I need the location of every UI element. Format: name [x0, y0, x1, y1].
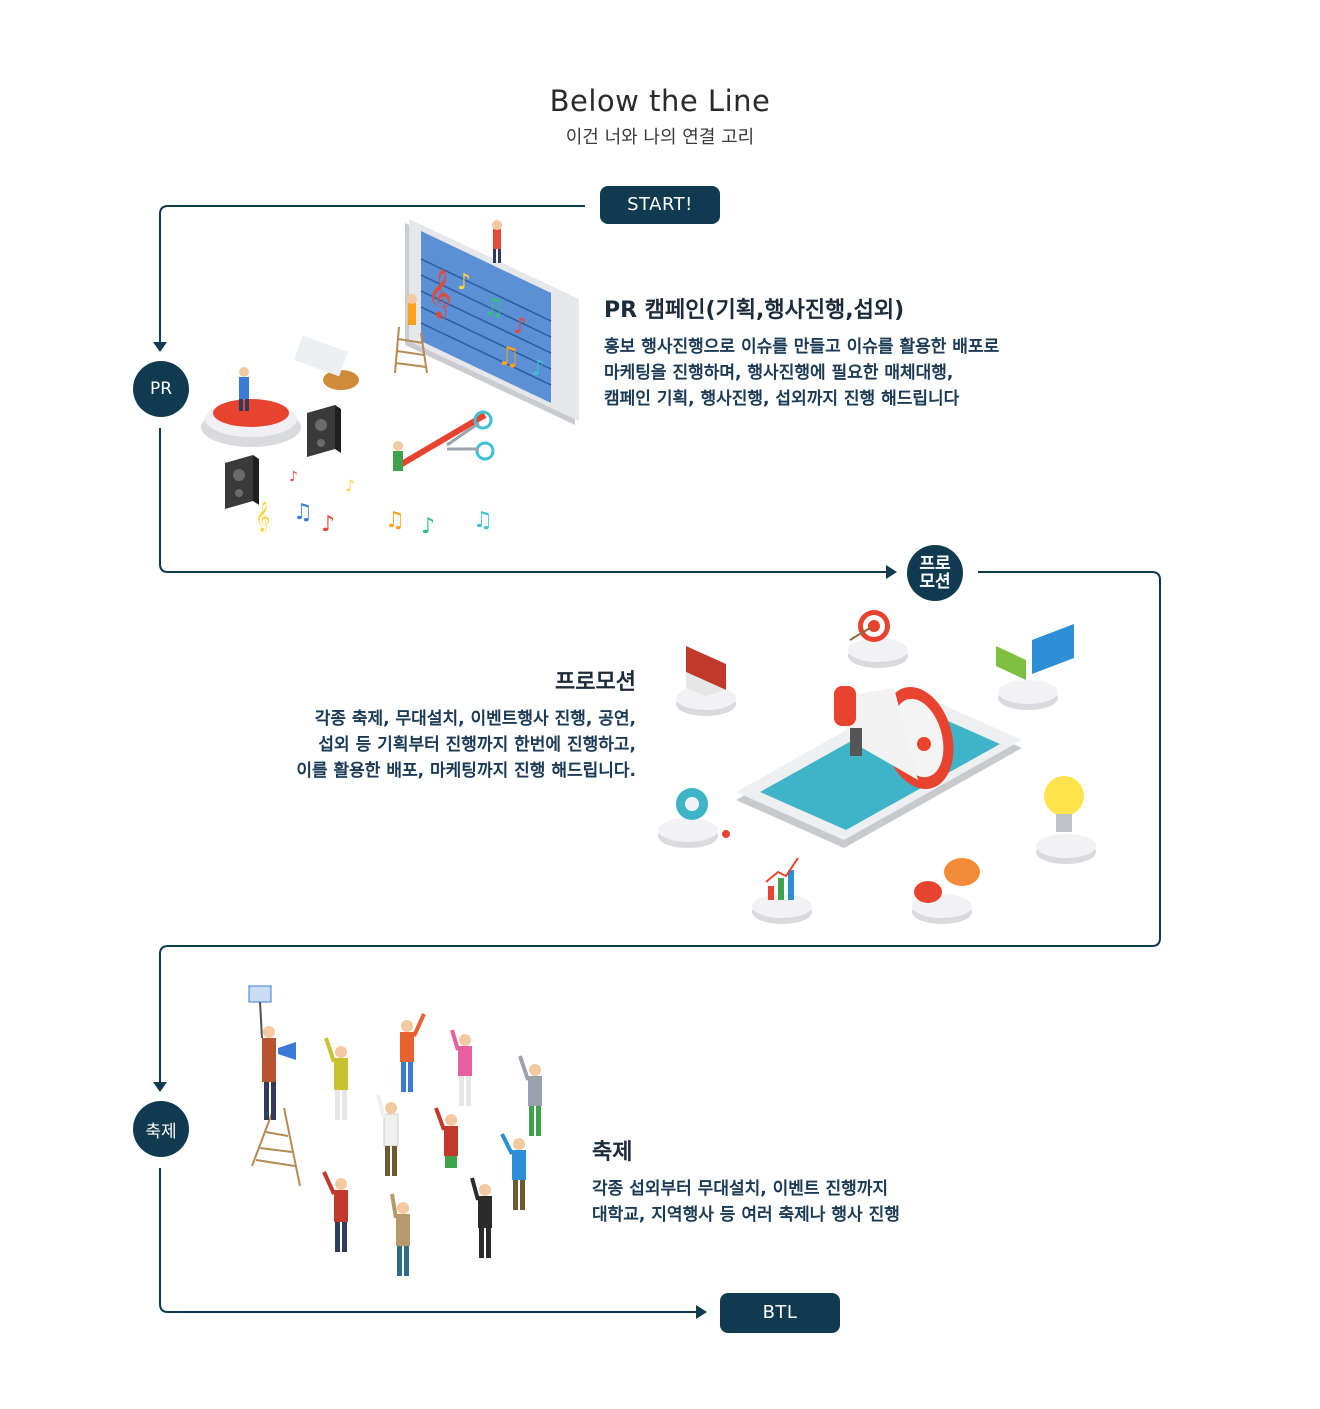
festival-illustration	[248, 985, 542, 1276]
promotion-description-line: 각종 축제, 무대설치, 이벤트행사 진행, 공연,	[314, 709, 636, 729]
arrowhead-down-pr	[153, 342, 167, 352]
arrowhead-down-festival	[153, 1082, 167, 1092]
svg-text:♫: ♫	[497, 342, 520, 372]
svg-text:𝄞: 𝄞	[427, 268, 452, 319]
svg-text:♪: ♪	[531, 356, 545, 381]
svg-text:♪: ♪	[321, 512, 335, 537]
svg-text:♪: ♪	[345, 476, 355, 495]
connector-pr-to-promotion	[159, 428, 888, 573]
pr-heading: PR 캠페인(기획,행사진행,섭외)	[604, 298, 905, 323]
promotion-heading: 프로모션	[555, 670, 636, 695]
page-subtitle: 이건 너와 나의 연결 고리	[565, 127, 755, 148]
node-promotion: 프로 모션	[907, 545, 963, 601]
svg-text:♪: ♪	[513, 314, 527, 339]
svg-text:♪: ♪	[421, 514, 435, 539]
btl-badge: BTL	[720, 1293, 840, 1333]
node-promotion-label-2: 모션	[919, 572, 951, 592]
festival-description-line: 각종 섭외부터 무대설치, 이벤트 진행까지	[592, 1179, 889, 1199]
festival-description-line: 대학교, 지역행사 등 여러 축제나 행사 진행	[592, 1205, 900, 1225]
promotion-description-line: 이를 활용한 배포, 마케팅까지 진행 해드립니다.	[296, 761, 636, 781]
arrowhead-right-btl	[696, 1305, 707, 1319]
svg-text:♫: ♫	[483, 293, 505, 321]
node-pr: PR	[133, 361, 189, 417]
connector-start-to-pr	[159, 205, 585, 344]
promotion-description: 각종 축제, 무대설치, 이벤트행사 진행, 공연, 섭외 등 기획부터 진행까…	[236, 706, 636, 784]
svg-text:♫: ♫	[385, 508, 405, 533]
promotion-description-line: 섭외 등 기획부터 진행까지 한번에 진행하고,	[318, 735, 636, 755]
svg-text:♫: ♫	[293, 500, 313, 525]
festival-description: 각종 섭외부터 무대설치, 이벤트 진행까지 대학교, 지역행사 등 여러 축제…	[592, 1176, 900, 1228]
pr-description: 홍보 행사진행으로 이슈를 만들고 이슈를 활용한 배포로 마케팅을 진행하며,…	[604, 334, 999, 412]
svg-text:𝄞: 𝄞	[255, 501, 270, 533]
svg-text:♫: ♫	[473, 508, 493, 533]
start-badge: START!	[600, 186, 720, 224]
node-promotion-label-1: 프로	[919, 554, 951, 574]
connector-festival-to-btl	[159, 1168, 698, 1313]
page-title: Below the Line	[549, 84, 771, 118]
pr-campaign-illustration: 𝄞 ♪ ♫ ♪ ♫ ♪ 𝄞 ♫ ♪ ♫ ♪ ♫ ♪ ♪	[201, 219, 579, 539]
node-pr-label: PR	[149, 379, 173, 399]
connector-promotion-to-festival	[159, 571, 1161, 1084]
pr-description-line: 홍보 행사진행으로 이슈를 만들고 이슈를 활용한 배포로	[604, 337, 1000, 357]
pr-description-line: 캠페인 기획, 행사진행, 섭외까지 진행 해드립니다	[604, 389, 960, 409]
svg-text:♪: ♪	[289, 469, 298, 485]
promotion-illustration	[658, 610, 1096, 924]
arrowhead-right-promotion	[886, 565, 897, 579]
svg-text:♪: ♪	[457, 270, 471, 295]
pr-description-line: 마케팅을 진행하며, 행사진행에 필요한 매체대행,	[604, 363, 954, 383]
node-festival: 축제	[133, 1101, 189, 1157]
node-festival-label: 축제	[145, 1121, 177, 1142]
festival-heading: 축제	[592, 1140, 633, 1165]
